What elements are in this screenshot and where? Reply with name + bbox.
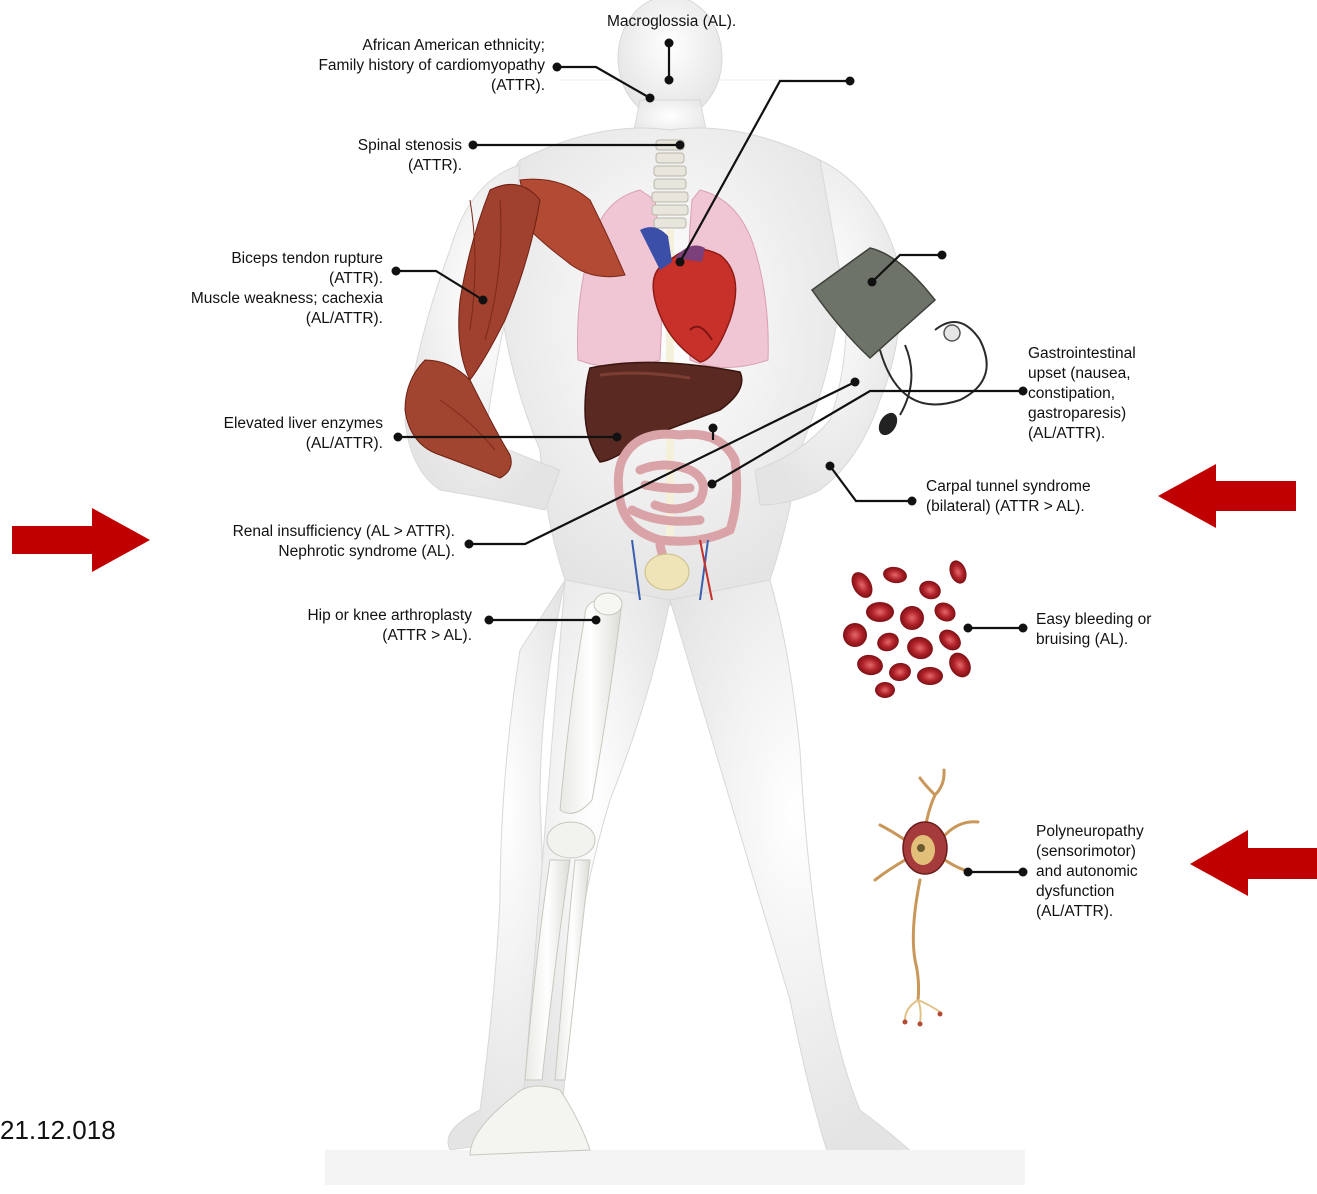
- label-line: gastroparesis): [1028, 404, 1136, 424]
- red-blood-cell: [900, 606, 924, 630]
- label-line: Family history of cardiomyopathy: [318, 56, 545, 76]
- red-blood-cell: [882, 565, 908, 585]
- red-blood-cell: [847, 568, 877, 601]
- label-line: Gastrointestinal: [1028, 344, 1136, 364]
- red-blood-cell: [945, 649, 975, 682]
- red-blood-cell: [917, 578, 944, 602]
- label-polyneuropathy: Polyneuropathy(sensorimotor)and autonomi…: [1036, 822, 1144, 922]
- label-line: (AL/ATTR).: [1028, 424, 1136, 444]
- label-line: Biceps tendon rupture: [191, 249, 383, 269]
- label-line: Nephrotic syndrome (AL).: [233, 542, 455, 562]
- label-line: and autonomic: [1036, 862, 1144, 882]
- red-blood-cell: [917, 667, 943, 685]
- red-blood-cell: [875, 630, 902, 654]
- label-line: (AL/ATTR).: [224, 434, 383, 454]
- label-carpal-tunnel: Carpal tunnel syndrome(bilateral) (ATTR …: [926, 477, 1091, 517]
- label-line: (ATTR > AL).: [307, 626, 472, 646]
- label-spinal-stenosis: Spinal stenosis(ATTR).: [358, 136, 462, 176]
- red-blood-cell: [843, 623, 867, 647]
- label-biceps-muscle: Biceps tendon rupture(ATTR).Muscle weakn…: [191, 249, 383, 329]
- label-line: bruising (AL).: [1036, 630, 1151, 650]
- red-arrow-icon: [12, 508, 150, 572]
- label-line: dysfunction: [1036, 882, 1144, 902]
- label-hip-knee: Hip or knee arthroplasty(ATTR > AL).: [307, 606, 472, 646]
- label-ethnicity: African American ethnicity;Family histor…: [318, 36, 545, 96]
- bladder-icon: [645, 554, 689, 590]
- red-blood-cell: [946, 558, 969, 586]
- label-macroglossia: Macroglossia (AL).: [607, 12, 736, 32]
- label-line: constipation,: [1028, 384, 1136, 404]
- label-line: Macroglossia (AL).: [607, 12, 736, 32]
- label-line: Spinal stenosis: [358, 136, 462, 156]
- label-liver-enzymes: Elevated liver enzymes(AL/ATTR).: [224, 414, 383, 454]
- label-line: Elevated liver enzymes: [224, 414, 383, 434]
- label-line: African American ethnicity;: [318, 36, 545, 56]
- label-line: Carpal tunnel syndrome: [926, 477, 1091, 497]
- label-line: Renal insufficiency (AL > ATTR).: [233, 522, 455, 542]
- red-blood-cells-icon: [843, 558, 975, 698]
- label-line: (ATTR).: [191, 269, 383, 289]
- label-line: (bilateral) (ATTR > AL).: [926, 497, 1091, 517]
- neuron-icon: [875, 770, 978, 1027]
- label-line: Polyneuropathy: [1036, 822, 1144, 842]
- red-arrow-icon: [1190, 830, 1317, 896]
- label-line: Easy bleeding or: [1036, 610, 1151, 630]
- red-blood-cell: [866, 602, 894, 622]
- label-line: (ATTR).: [318, 76, 545, 96]
- footer-date-code: 21.12.018: [0, 1115, 116, 1146]
- red-blood-cell: [855, 653, 884, 677]
- red-blood-cell: [931, 599, 959, 626]
- red-blood-cell: [888, 661, 913, 683]
- label-line: Hip or knee arthroplasty: [307, 606, 472, 626]
- red-blood-cell: [935, 625, 965, 654]
- label-line: (AL/ATTR).: [1036, 902, 1144, 922]
- label-line: (AL/ATTR).: [191, 309, 383, 329]
- label-line: upset (nausea,: [1028, 364, 1136, 384]
- red-blood-cell: [875, 682, 895, 698]
- label-line: (sensorimotor): [1036, 842, 1144, 862]
- label-line: (ATTR).: [358, 156, 462, 176]
- label-line: Muscle weakness; cachexia: [191, 289, 383, 309]
- label-renal: Renal insufficiency (AL > ATTR).Nephroti…: [233, 522, 455, 562]
- red-arrow-icon: [1158, 464, 1296, 528]
- red-blood-cell: [905, 634, 936, 662]
